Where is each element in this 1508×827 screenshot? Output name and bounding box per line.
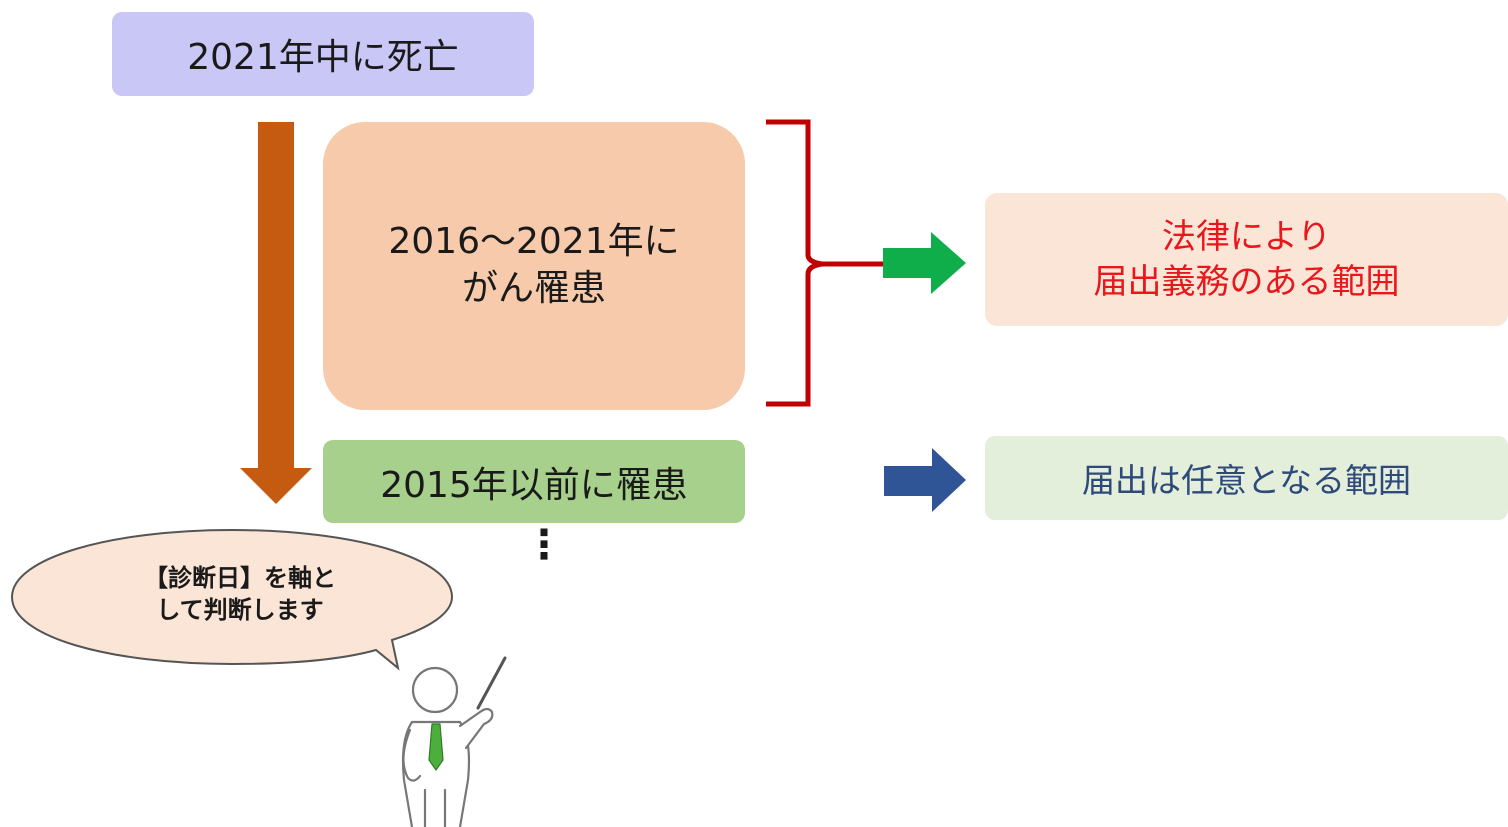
death-year-box: 2021年中に死亡: [112, 12, 534, 96]
speech-line1: 【診断日】を軸と: [144, 564, 336, 592]
optional-reporting-label: 届出は任意となる範囲: [1081, 461, 1411, 500]
recent-diagnosis-label-line1: 2016〜2021年に: [388, 221, 680, 263]
bracket-right: [766, 119, 885, 407]
optional-reporting-box: 届出は任意となる範囲: [985, 436, 1508, 520]
green-right-arrow-icon: [883, 232, 966, 294]
mandatory-reporting-line1: 法律により: [1161, 217, 1332, 258]
timeline-down-arrow-icon: [240, 122, 312, 504]
presenter-figure-icon: [401, 656, 507, 827]
old-diagnosis-box: 2015年以前に罹患: [323, 440, 745, 523]
speech-bubble-text: 【診断日】を軸と して判断します: [80, 562, 400, 627]
death-year-label: 2021年中に死亡: [187, 37, 459, 78]
blue-right-arrow-icon: [884, 448, 966, 512]
recent-diagnosis-label-line2: がん罹患: [461, 268, 606, 309]
ellipsis-vertical: ⋮: [524, 522, 564, 568]
recent-diagnosis-box: 2016〜2021年に がん罹患: [323, 122, 745, 410]
mandatory-reporting-line2: 届出義務のある範囲: [1093, 261, 1400, 302]
speech-line2: して判断します: [156, 596, 324, 625]
speech-bubble-icon: [10, 528, 454, 671]
old-diagnosis-label: 2015年以前に罹患: [380, 464, 688, 506]
mandatory-reporting-box: 法律により 届出義務のある範囲: [985, 193, 1508, 326]
